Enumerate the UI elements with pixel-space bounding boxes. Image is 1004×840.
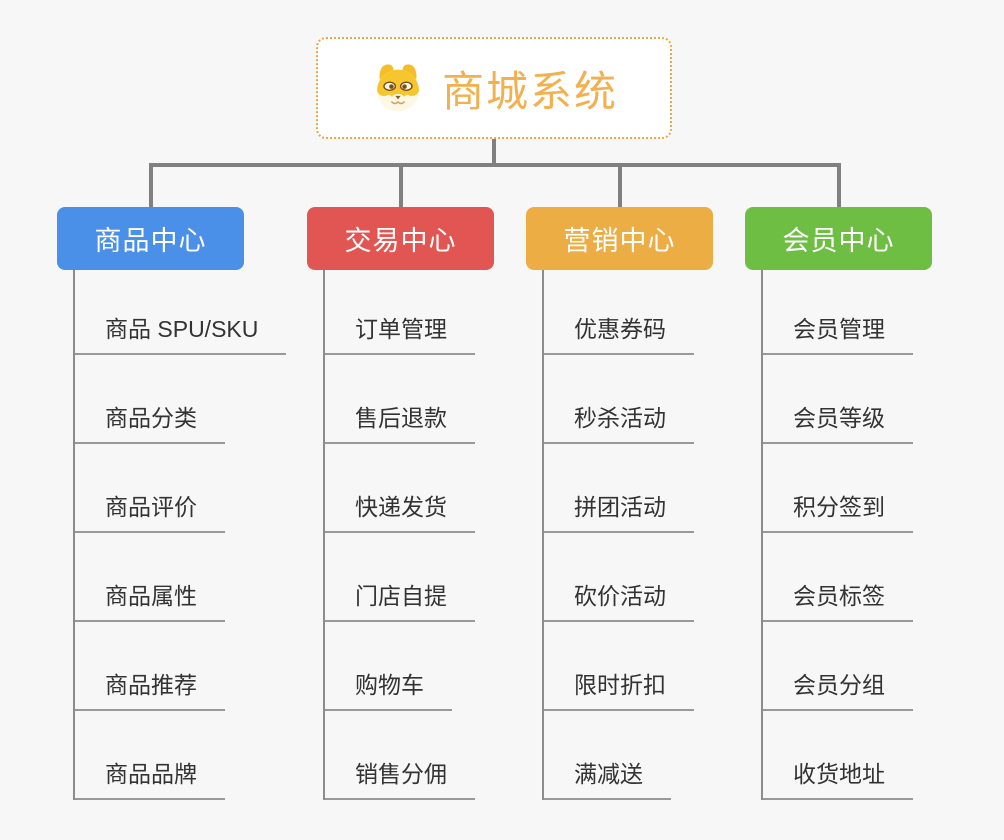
dog-face-icon bbox=[376, 64, 419, 112]
branch-items-trade: 订单管理 售后退款 快递发货 门店自提 购物车 销售分佣 bbox=[323, 270, 475, 800]
leaf-label: 商品评价 bbox=[105, 493, 197, 520]
branch-trade-center: 交易中心 订单管理 售后退款 快递发货 门店自提 购物车 销售分佣 bbox=[307, 207, 494, 800]
root-title: 商城系统 bbox=[441, 67, 618, 115]
branch-items-member: 会员管理 会员等级 积分签到 会员标签 会员分组 收货地址 bbox=[761, 270, 913, 800]
leaf-node[interactable]: 商品分类 bbox=[75, 355, 225, 444]
leaf-node[interactable]: 售后退款 bbox=[325, 355, 475, 444]
leaf-label: 拼团活动 bbox=[574, 493, 666, 520]
leaf-label: 积分签到 bbox=[793, 493, 885, 520]
leaf-node[interactable]: 优惠券码 bbox=[544, 270, 694, 355]
leaf-label: 商品推荐 bbox=[105, 671, 197, 698]
branch-items-marketing: 优惠券码 秒杀活动 拼团活动 砍价活动 限时折扣 满减送 bbox=[542, 270, 694, 800]
leaf-label: 优惠券码 bbox=[574, 315, 666, 342]
leaf-label: 商品分类 bbox=[105, 404, 197, 431]
leaf-node[interactable]: 会员管理 bbox=[763, 270, 913, 355]
leaf-node[interactable]: 订单管理 bbox=[325, 270, 475, 355]
branch-node-member-center[interactable]: 会员中心 bbox=[745, 207, 932, 270]
leaf-node[interactable]: 积分签到 bbox=[763, 444, 913, 533]
root-node-mall-system[interactable]: 商城系统 bbox=[316, 37, 672, 139]
branch-marketing-center: 营销中心 优惠券码 秒杀活动 拼团活动 砍价活动 限时折扣 满减送 bbox=[526, 207, 713, 800]
leaf-label: 会员分组 bbox=[793, 671, 885, 698]
leaf-node[interactable]: 购物车 bbox=[325, 622, 452, 711]
leaf-node[interactable]: 拼团活动 bbox=[544, 444, 694, 533]
leaf-node[interactable]: 商品属性 bbox=[75, 533, 225, 622]
leaf-node[interactable]: 销售分佣 bbox=[325, 711, 475, 800]
leaf-label: 会员等级 bbox=[793, 404, 885, 431]
leaf-node[interactable]: 会员标签 bbox=[763, 533, 913, 622]
leaf-label: 会员管理 bbox=[793, 315, 885, 342]
leaf-node[interactable]: 收货地址 bbox=[763, 711, 913, 800]
connector-drop-trade bbox=[399, 163, 403, 210]
leaf-node[interactable]: 满减送 bbox=[544, 711, 671, 800]
leaf-label: 订单管理 bbox=[355, 315, 447, 342]
branch-product-center: 商品中心 商品 SPU/SKU 商品分类 商品评价 商品属性 商品推荐 商品品牌 bbox=[57, 207, 287, 800]
leaf-node[interactable]: 秒杀活动 bbox=[544, 355, 694, 444]
connector-drop-marketing bbox=[618, 163, 622, 210]
leaf-node[interactable]: 砍价活动 bbox=[544, 533, 694, 622]
connector-rail bbox=[149, 163, 840, 167]
leaf-label: 销售分佣 bbox=[355, 760, 447, 787]
leaf-label: 商品 SPU/SKU bbox=[105, 315, 259, 342]
leaf-label: 砍价活动 bbox=[574, 582, 666, 609]
leaf-label: 限时折扣 bbox=[574, 671, 666, 698]
connector-drop-member bbox=[837, 163, 841, 210]
leaf-node[interactable]: 商品评价 bbox=[75, 444, 225, 533]
leaf-node[interactable]: 会员分组 bbox=[763, 622, 913, 711]
leaf-node[interactable]: 商品 SPU/SKU bbox=[75, 270, 287, 355]
connector-root-stub bbox=[492, 137, 496, 166]
branch-node-trade-center[interactable]: 交易中心 bbox=[307, 207, 494, 270]
leaf-label: 秒杀活动 bbox=[574, 404, 666, 431]
leaf-label: 商品属性 bbox=[105, 582, 197, 609]
leaf-node[interactable]: 会员等级 bbox=[763, 355, 913, 444]
leaf-node[interactable]: 门店自提 bbox=[325, 533, 475, 622]
connector-drop-product bbox=[149, 163, 153, 210]
leaf-label: 售后退款 bbox=[355, 404, 447, 431]
branch-node-product-center[interactable]: 商品中心 bbox=[57, 207, 244, 270]
leaf-node[interactable]: 快递发货 bbox=[325, 444, 475, 533]
leaf-label: 购物车 bbox=[355, 671, 424, 698]
branch-node-marketing-center[interactable]: 营销中心 bbox=[526, 207, 713, 270]
leaf-node[interactable]: 商品推荐 bbox=[75, 622, 225, 711]
leaf-label: 收货地址 bbox=[793, 760, 885, 787]
branch-items-product: 商品 SPU/SKU 商品分类 商品评价 商品属性 商品推荐 商品品牌 bbox=[73, 270, 287, 800]
branch-member-center: 会员中心 会员管理 会员等级 积分签到 会员标签 会员分组 收货地址 bbox=[745, 207, 932, 800]
leaf-label: 快递发货 bbox=[355, 493, 447, 520]
leaf-label: 会员标签 bbox=[793, 582, 885, 609]
leaf-node[interactable]: 限时折扣 bbox=[544, 622, 694, 711]
leaf-label: 商品品牌 bbox=[105, 760, 197, 787]
leaf-node[interactable]: 商品品牌 bbox=[75, 711, 225, 800]
leaf-label: 门店自提 bbox=[355, 582, 447, 609]
leaf-label: 满减送 bbox=[574, 760, 643, 787]
